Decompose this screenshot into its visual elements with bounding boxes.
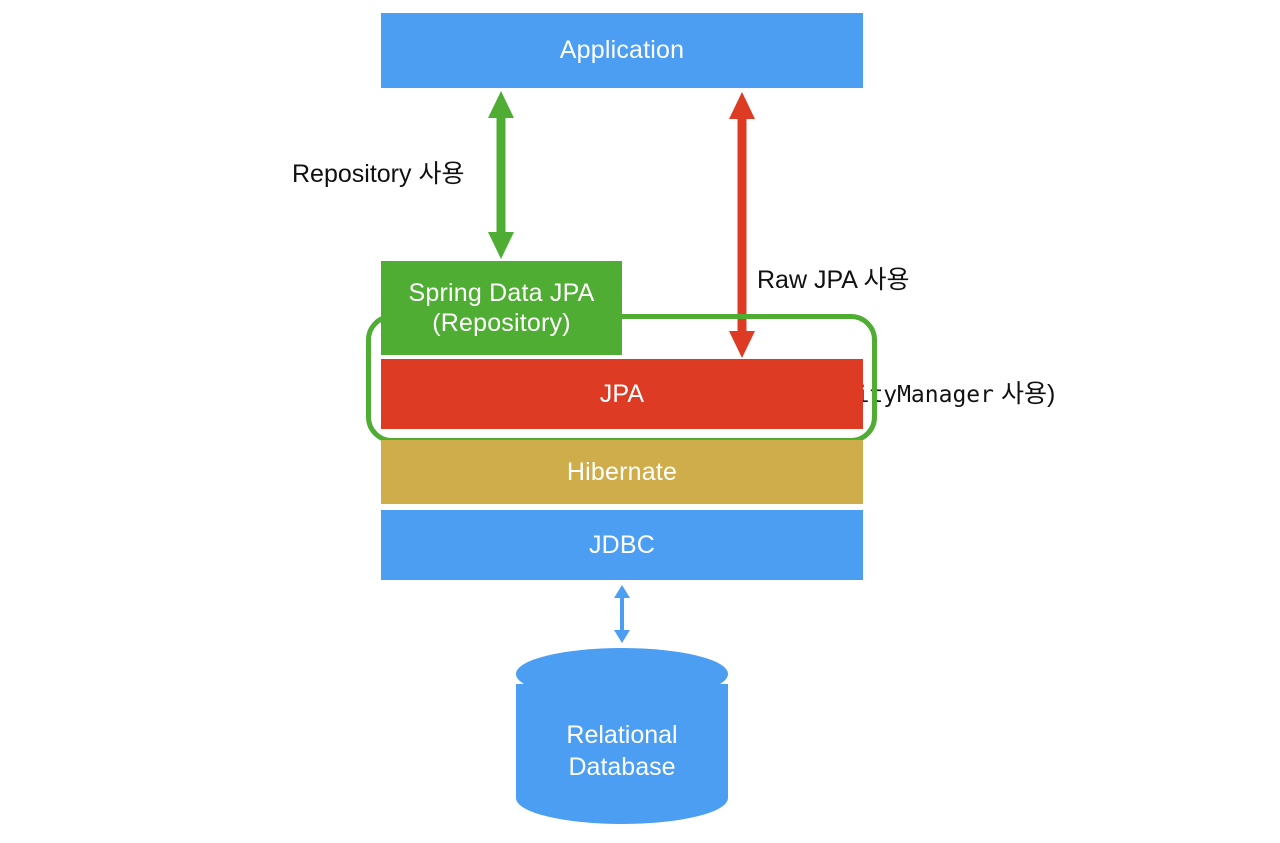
layer-box-hibernate: Hibernate xyxy=(381,440,863,504)
connector-application-to-spring-data-jpa xyxy=(488,91,514,259)
connector-jdbc-to-database xyxy=(614,585,630,643)
cylinder-top-ellipse xyxy=(516,648,728,700)
database-label-line1: Relational xyxy=(566,721,678,749)
layer-label-hibernate: Hibernate xyxy=(566,457,678,486)
annotation-raw-jpa-suffix: 사용) xyxy=(994,380,1056,408)
layer-label-spring-data-jpa-line1: Spring Data JPA xyxy=(408,278,595,307)
database-label-line2: Database xyxy=(568,752,676,781)
layer-label-spring-data-jpa-line2: (Repository) xyxy=(432,309,571,337)
layer-box-application: Application xyxy=(381,13,863,88)
layer-label-jpa: JPA xyxy=(599,379,645,408)
layer-label-jdbc: JDBC xyxy=(588,530,656,559)
layer-label-application: Application xyxy=(559,36,685,65)
annotation-repository-usage: Repository 사용 xyxy=(292,160,465,188)
layer-box-spring-data-jpa: Spring Data JPA (Repository) xyxy=(381,261,622,355)
database-label: Relational Database xyxy=(516,720,728,783)
layer-box-jpa: JPA xyxy=(381,359,863,429)
database-cylinder: Relational Database xyxy=(516,648,728,824)
connector-application-to-jpa xyxy=(729,92,755,358)
annotation-raw-jpa-line1: Raw JPA 사용 xyxy=(757,266,910,294)
layer-box-jdbc: JDBC xyxy=(381,510,863,580)
cylinder-body xyxy=(516,684,728,824)
